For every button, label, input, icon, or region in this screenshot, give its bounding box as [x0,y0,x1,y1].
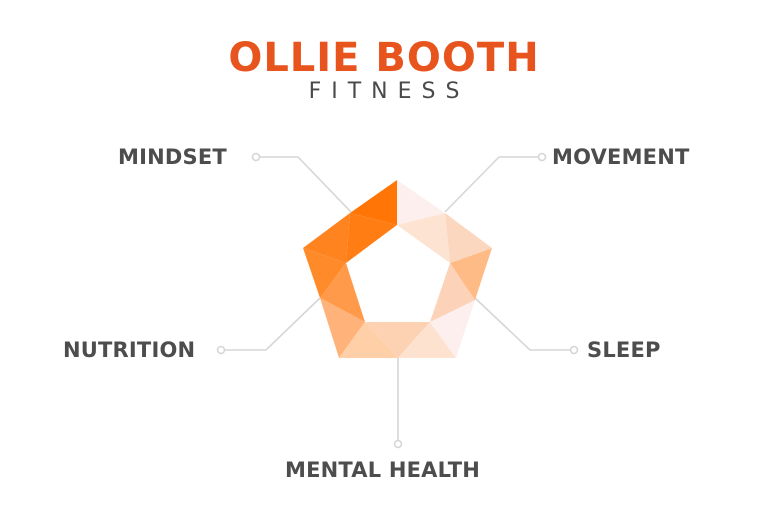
segment-nutrition-a [303,248,346,298]
segment-sleep-a [430,300,475,358]
segment-sleep-b [430,263,475,322]
segment-mindset-a [350,180,397,225]
segment-movement-c [397,180,445,225]
connector-lines [224,156,571,441]
connector-endpoints [216,152,579,449]
segment-mindset-b [346,213,397,263]
segment-mindset-c [303,213,350,263]
segment-nutrition-c [320,298,365,358]
label-sleep: SLEEP [587,338,661,362]
label-mindset: MINDSET [118,145,227,169]
segment-nutrition-b [320,263,365,322]
segment-mental-c [398,322,456,358]
connector-sleep [474,297,571,351]
pentagon-ring [303,180,492,358]
connector-nutrition [224,297,321,351]
brand-subtitle: FITNESS [308,79,470,104]
connector-mindset [259,156,352,213]
connector-movement [444,156,539,213]
segment-mental-a [339,322,398,358]
label-mental-health: MENTAL HEALTH [285,458,481,482]
label-movement: MOVEMENT [552,145,690,169]
segment-movement-a [445,213,492,263]
segment-movement-b [397,213,450,263]
segment-sleep-c [450,248,492,300]
segment-mental-b [365,322,430,358]
label-nutrition: NUTRITION [63,338,196,362]
brand-title: OLLIE BOOTH [228,35,540,81]
